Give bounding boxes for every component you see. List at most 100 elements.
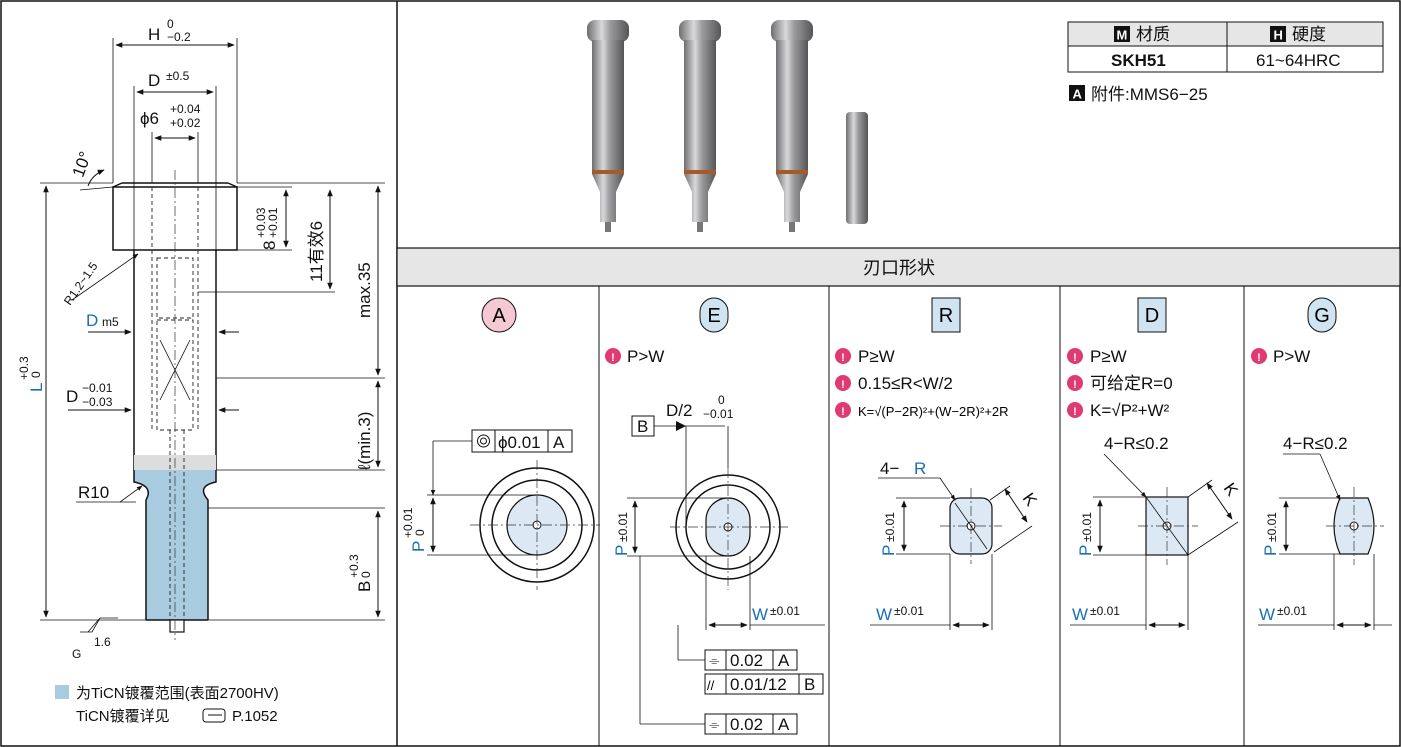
shape-G-letter: G — [1314, 305, 1330, 327]
shape-A-datum: A — [553, 433, 565, 452]
accessory-icon-letter: A — [1073, 87, 1083, 102]
phi6-tol-top: +0.04 — [170, 102, 201, 116]
shape-D: D ! P≥W ! 可给定R=0 ! K=√P²+W² 4−R≤0.2 K P … — [1067, 297, 1242, 630]
shape-A-letter: A — [492, 305, 506, 327]
symmetry-icon: ⌯ — [709, 653, 720, 668]
Dm5-sub: m5 — [102, 315, 119, 329]
D-fit-tol-bot: −0.03 — [82, 395, 113, 409]
bullet-icon: ! — [1067, 348, 1083, 364]
accessory-text: 附件:MMS6−25 — [1091, 85, 1208, 104]
shape-R-radius-label: R — [914, 459, 926, 478]
svg-text:!: ! — [1073, 352, 1077, 364]
shape-R-P-label: P — [879, 545, 898, 556]
Dm5-label: D — [86, 311, 98, 330]
L-tol-bot: 0 — [29, 371, 43, 378]
shape-D-W-label: W — [1072, 605, 1088, 624]
shape-E-P-tol: ±0.01 — [616, 512, 630, 542]
head-height-label: 8 — [260, 241, 279, 250]
bullet-icon: ! — [1251, 348, 1267, 364]
svg-text:!: ! — [841, 352, 845, 364]
coating-legend-swatch — [55, 685, 69, 699]
shape-R-cond2: 0.15≤R<W/2 — [858, 374, 953, 393]
punch-photo-1 — [587, 20, 629, 232]
B-dim-label: B — [355, 581, 374, 592]
shape-E-fcf2-value: 0.01/12 — [730, 675, 787, 694]
section-header-bar — [396, 247, 1401, 287]
coating-page-ref[interactable]: P.1052 — [232, 708, 278, 725]
shape-E-W-tol: ±0.01 — [770, 604, 800, 618]
shape-E-P-label: P — [612, 545, 631, 556]
punch-photo-3 — [771, 20, 813, 232]
shape-D-P-label: P — [1076, 545, 1095, 556]
pin-photo — [846, 112, 868, 224]
shape-E-cond1: P>W — [627, 347, 664, 366]
parallel-icon: // — [707, 678, 715, 693]
ell-min-label: ℓ(min.3) — [355, 412, 374, 471]
shape-D-letter: D — [1145, 305, 1159, 327]
shape-R-letter: R — [939, 305, 953, 327]
material-icon — [1114, 26, 1130, 42]
H-tol-bot: −0.2 — [167, 30, 191, 44]
roughness-symbol — [80, 617, 118, 633]
shape-G-badge — [1307, 297, 1337, 333]
shape-R-W-label: W — [876, 605, 892, 624]
hardness-icon-letter: H — [1274, 28, 1283, 43]
shape-E-letter: E — [707, 305, 720, 327]
fillet-radius-label: R1.2~1.5 — [61, 259, 101, 307]
shape-D-cond1: P≥W — [1090, 347, 1127, 366]
hardness-icon — [1270, 26, 1286, 42]
L-dim-label: L — [27, 383, 46, 392]
L-tol-top: +0.3 — [17, 356, 31, 380]
D-dim-label: D — [148, 71, 160, 90]
shape-E-D2-tol-top: 0 — [718, 393, 725, 407]
max35-label: max.35 — [355, 262, 374, 318]
H-dim-label: H — [148, 25, 160, 44]
accessory-icon — [1069, 85, 1085, 101]
shape-D-W-tol: ±0.01 — [1090, 604, 1120, 618]
svg-text:!: ! — [1257, 352, 1261, 364]
shape-G-radius-label: 4−R≤0.2 — [1283, 434, 1348, 453]
shape-D-cond2: 可给定R=0 — [1090, 374, 1173, 393]
shape-D-P-tol: ±0.01 — [1080, 512, 1094, 542]
shape-R-P-tol: ±0.01 — [883, 512, 897, 542]
hardness-header: 硬度 — [1292, 25, 1326, 44]
pointing-hand-icon — [202, 708, 226, 723]
punch-photo-2 — [679, 20, 721, 232]
shape-A-badge — [481, 297, 517, 333]
head-height-tol-top: +0.03 — [254, 207, 268, 238]
angle-label: 10° — [69, 149, 96, 180]
roughness-value: 1.6 — [94, 635, 111, 649]
shape-G-P-label: P — [1261, 545, 1280, 556]
shape-A-P-tol-bot: 0 — [413, 529, 427, 536]
B-tol-bot: 0 — [359, 571, 373, 578]
coating-detail-text: TiCN镀覆详见 — [76, 708, 170, 725]
coating-legend-text: 为TiCN镀覆范围(表面2700HV) — [76, 685, 279, 702]
shape-E-fcf1-datum: A — [778, 651, 790, 670]
roughness-grade: G — [72, 647, 81, 661]
punch-side-view — [112, 170, 238, 640]
shape-G-cond1: P>W — [1273, 347, 1310, 366]
bullet-icon: ! — [835, 348, 851, 364]
material-table: M 材质 H 硬度 SKH51 61~64HRC A 附件:MMS6−25 — [1067, 21, 1384, 104]
D-dim-tol: ±0.5 — [166, 69, 190, 83]
shape-A: A ϕ0.01 A P +0.01 0 — [401, 297, 600, 590]
shape-G-W-tol: ±0.01 — [1277, 604, 1307, 618]
svg-text:!: ! — [611, 352, 615, 364]
shape-E-fcf3-datum: A — [778, 715, 790, 734]
svg-text:!: ! — [841, 406, 845, 418]
shape-R-badge — [931, 297, 961, 333]
svg-text:!: ! — [1073, 379, 1077, 391]
section-title: 刃口形状 — [863, 258, 935, 278]
H-tol-top: 0 — [167, 17, 174, 31]
head-height-tol-bot: +0.01 — [266, 207, 280, 238]
symmetry-icon: ⌯ — [709, 717, 720, 732]
shape-R: R ! P≥W ! 0.15≤R<W/2 ! K=√(P−2R)²+(W−2R)… — [835, 297, 1041, 630]
shape-E-datum-B: B — [637, 417, 648, 436]
shape-E-D2-tol-bot: −0.01 — [703, 407, 734, 421]
shape-G: G ! P>W 4−R≤0.2 P ±0.01 W ±0.01 — [1251, 297, 1392, 630]
shape-A-P-tol-top: +0.01 — [401, 507, 415, 538]
shape-G-W-label: W — [1259, 605, 1275, 624]
phi6-tol-bot: +0.02 — [170, 116, 201, 130]
